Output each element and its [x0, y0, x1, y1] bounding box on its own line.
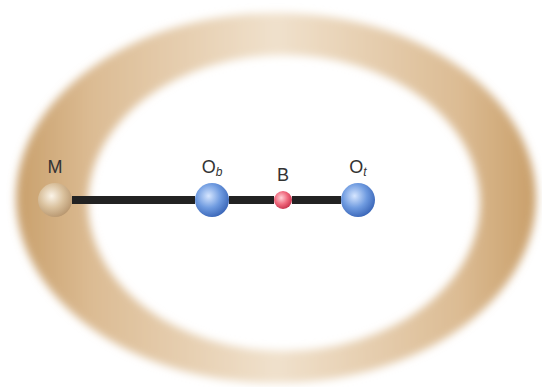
bond-line — [229, 196, 274, 204]
ring — [16, 13, 536, 383]
atom-label: Ob — [202, 157, 223, 177]
bond-line — [72, 196, 195, 204]
atom-label: B — [277, 165, 289, 185]
sphere-shape — [195, 183, 229, 217]
sphere-shape — [274, 191, 292, 209]
bond-line — [292, 196, 341, 204]
sphere-shape — [341, 183, 375, 217]
atom-label: Ot — [349, 157, 366, 177]
atom-sphere: Ob — [195, 183, 229, 217]
atom-label: M — [48, 157, 63, 177]
atom-sphere: B — [274, 191, 292, 209]
atom-sphere: Ot — [341, 183, 375, 217]
sphere-shape — [38, 183, 72, 217]
atom-sphere: M — [38, 183, 72, 217]
